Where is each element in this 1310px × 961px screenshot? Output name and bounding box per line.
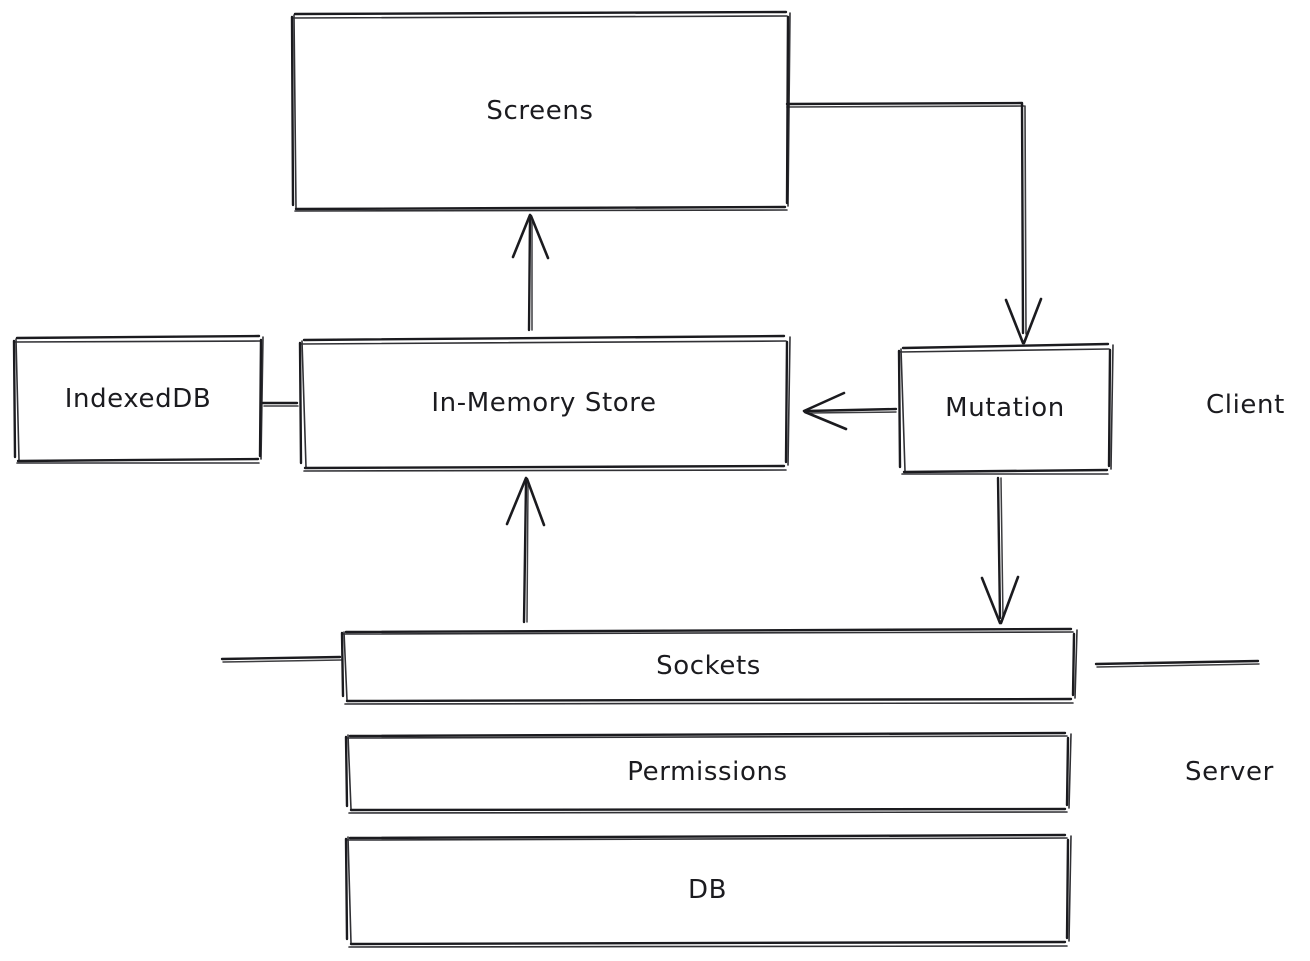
- separator-client-server-left: [220, 655, 342, 663]
- zone-label-server: Server: [1185, 757, 1274, 787]
- edge-sockets-to-in-memory-store: [505, 476, 546, 624]
- zone-label-client: Client: [1206, 390, 1285, 420]
- node-sockets-shape[interactable]: [340, 627, 1078, 705]
- edge-screens-to-mutation: [785, 101, 1043, 345]
- edge-indexeddb-to-in-memory-store: [261, 401, 299, 407]
- node-permissions[interactable]: [346, 733, 1069, 811]
- node-db[interactable]: [346, 835, 1069, 944]
- node-db-shape[interactable]: [344, 833, 1072, 948]
- node-screens[interactable]: [292, 12, 788, 209]
- node-sockets[interactable]: [342, 629, 1075, 702]
- node-mutation[interactable]: [899, 344, 1111, 472]
- node-indexeddb[interactable]: [14, 336, 262, 461]
- edge-mutation-to-sockets: [980, 476, 1020, 625]
- node-indexeddb-shape[interactable]: [12, 334, 264, 464]
- node-in-memory-store[interactable]: [300, 336, 788, 469]
- separator-client-server-right: [1094, 659, 1260, 668]
- node-permissions-shape[interactable]: [344, 731, 1072, 814]
- edge-in-memory-store-to-screens: [511, 213, 550, 332]
- node-mutation-shape[interactable]: [897, 342, 1114, 475]
- edge-mutation-to-in-memory-store: [802, 391, 898, 431]
- node-in-memory-store-shape[interactable]: [298, 334, 791, 472]
- node-screens-shape[interactable]: [290, 10, 791, 212]
